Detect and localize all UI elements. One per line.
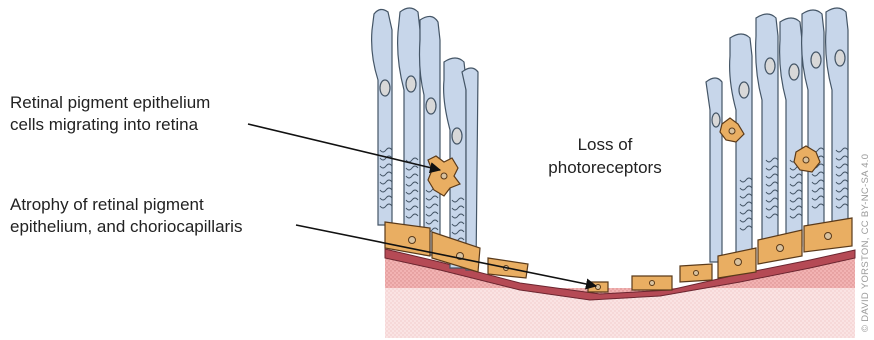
photoreceptor-cell	[398, 8, 420, 240]
photoreceptor-nucleus	[765, 58, 775, 74]
photoreceptor-cell	[780, 18, 802, 246]
photoreceptor-nucleus	[406, 76, 416, 92]
photoreceptor-cell	[706, 78, 722, 262]
label-migrating-line1: Retinal pigment epithelium	[10, 93, 210, 112]
label-loss-line2: photoreceptors	[548, 158, 661, 177]
photoreceptor-cell	[372, 9, 392, 225]
photoreceptor-nucleus	[811, 52, 821, 68]
label-loss-line1: Loss of	[578, 135, 633, 154]
label-atrophy-line2: epithelium, and choriocapillaris	[10, 217, 242, 236]
photoreceptor-cell	[730, 34, 752, 255]
photoreceptor-cell	[802, 10, 824, 244]
photoreceptor-nucleus	[789, 64, 799, 80]
photoreceptor-cell	[420, 16, 441, 255]
photoreceptor-cell	[756, 14, 778, 250]
photoreceptor-nucleus	[452, 128, 462, 144]
label-atrophy-line1: Atrophy of retinal pigment	[10, 195, 204, 214]
label-migrating-line2: cells migrating into retina	[10, 115, 199, 134]
photoreceptor-cell	[826, 8, 848, 244]
photoreceptor-nucleus	[835, 50, 845, 66]
credit-text: © DAVID YORSTON, CC BY-NC-SA 4.0	[860, 154, 871, 332]
photoreceptor-nucleus	[739, 82, 749, 98]
photoreceptor-nucleus	[426, 98, 436, 114]
photoreceptor-nucleus	[712, 113, 720, 127]
photoreceptor-nucleus	[380, 80, 390, 96]
